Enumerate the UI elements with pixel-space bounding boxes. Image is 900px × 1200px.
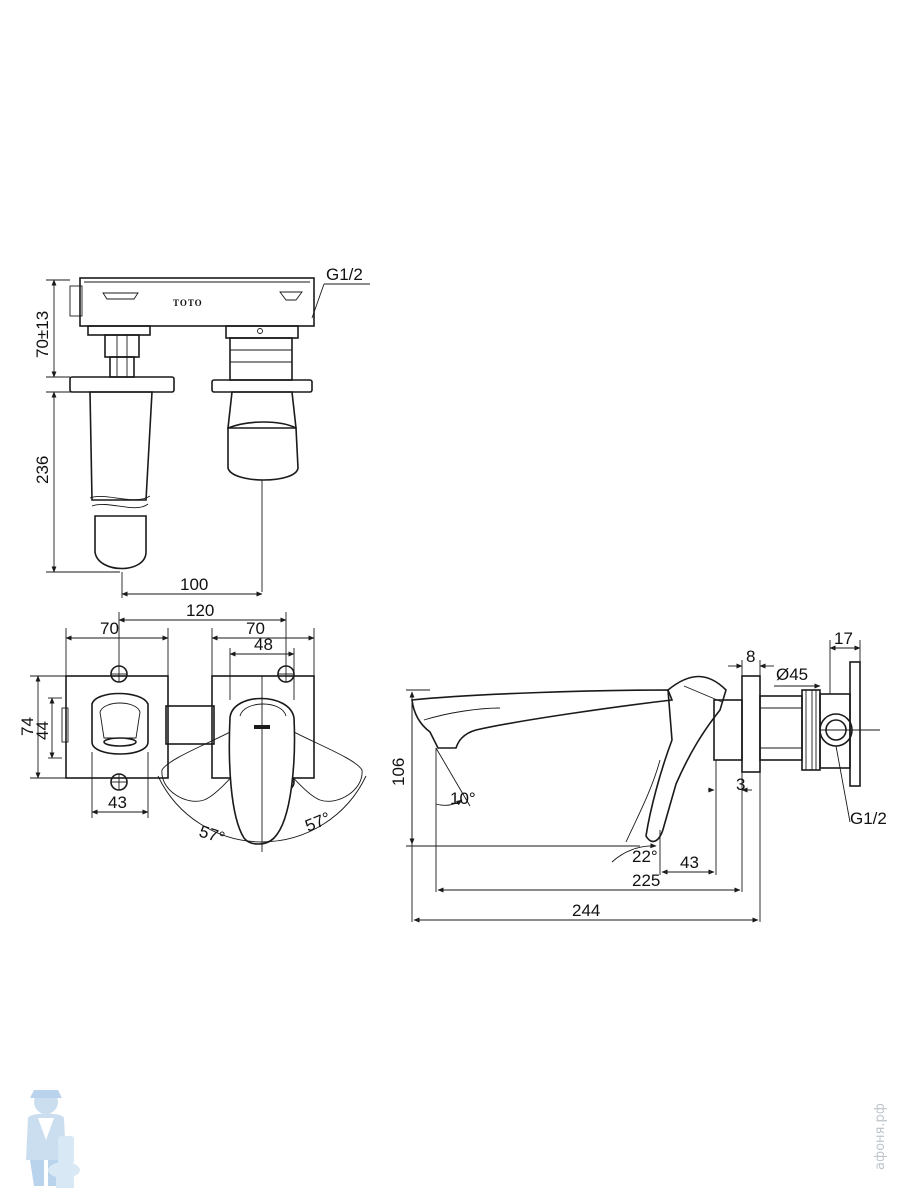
dim-44: 44 <box>33 721 52 740</box>
brand-label: TOTO <box>173 298 203 308</box>
angle-57-right: 57° <box>302 808 333 835</box>
side-view: 106 10° 22° 43 225 244 8 Ø45 17 3 <box>389 629 887 923</box>
thread-label-side: G1/2 <box>850 809 887 828</box>
side-flange <box>741 675 761 773</box>
spout-top <box>89 391 153 501</box>
spout-side <box>411 689 674 749</box>
top-left-cap <box>69 285 83 317</box>
dim-70-right: 70 <box>246 619 265 638</box>
angle-10: 10° <box>450 789 476 808</box>
thread-label-top: G1/2 <box>326 265 363 284</box>
dim-8: 8 <box>746 647 755 666</box>
dim-100: 100 <box>180 575 208 594</box>
handle-top <box>227 421 299 481</box>
dim-244: 244 <box>572 901 600 920</box>
dim-120: 120 <box>186 601 214 620</box>
side-body <box>713 699 743 761</box>
spout-front <box>91 692 149 755</box>
watermark-text: афоня.рф <box>873 1103 888 1170</box>
front-view: 70 120 70 48 74 44 43 57° 57° <box>18 601 367 852</box>
dim-48: 48 <box>254 635 273 654</box>
top-body <box>79 277 315 327</box>
lever-side <box>645 675 727 843</box>
angle-57-left: 57° <box>197 822 227 848</box>
plumber-mascot-logo <box>26 1090 80 1188</box>
angle-22: 22° <box>632 847 658 866</box>
dim-106: 106 <box>389 758 408 786</box>
top-view: TOTO 70±13 236 <box>33 265 370 598</box>
dim-236: 236 <box>33 456 52 484</box>
dim-43-side: 43 <box>680 853 699 872</box>
dim-70-left: 70 <box>100 619 119 638</box>
dim-43-front: 43 <box>108 793 127 812</box>
dim-17: 17 <box>834 629 853 648</box>
dim-d45: Ø45 <box>776 665 808 684</box>
dim-74: 74 <box>18 717 37 736</box>
dim-3: 3 <box>736 775 745 794</box>
left-plate <box>65 675 169 779</box>
dim-70-13: 70±13 <box>33 311 52 358</box>
dim-225: 225 <box>632 871 660 890</box>
